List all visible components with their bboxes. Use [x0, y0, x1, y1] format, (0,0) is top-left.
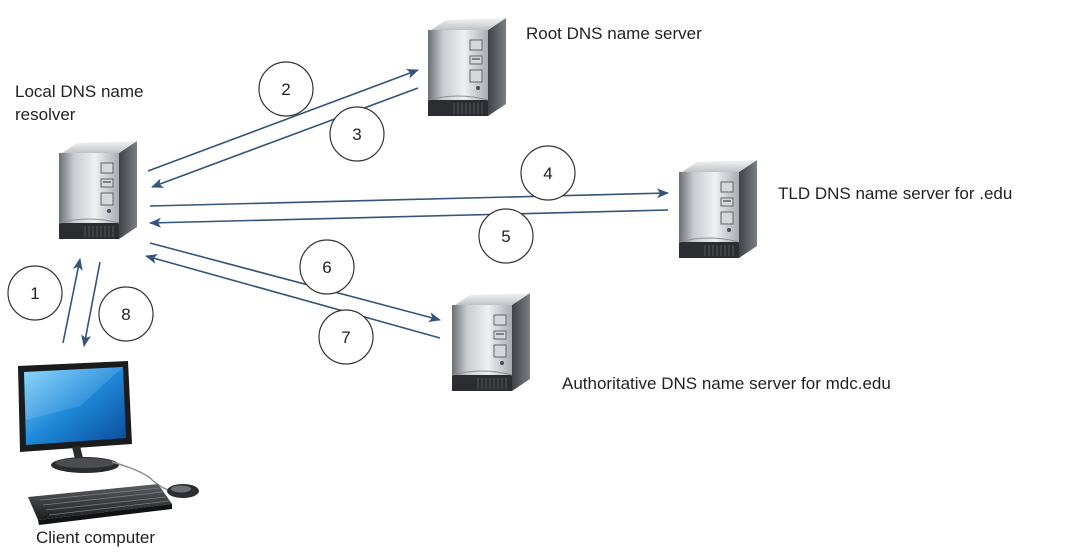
tld-server-icon	[678, 159, 758, 259]
step-1-number: 1	[30, 284, 39, 303]
step-2-circle: 2	[258, 61, 314, 117]
step-4-circle: 4	[520, 145, 576, 201]
root-server-icon	[427, 17, 507, 117]
monitor-icon	[18, 361, 132, 473]
arrow-step-5	[149, 209, 669, 228]
local-resolver-server-icon	[58, 140, 138, 240]
arrow-step-6	[149, 242, 441, 323]
mouse-icon	[167, 484, 199, 498]
root-server-label: Root DNS name server	[526, 24, 702, 43]
local-resolver-label-line2: resolver	[15, 105, 76, 124]
arrow-step-4	[149, 188, 669, 207]
message-arrows	[62, 69, 669, 347]
tld-server-label: TLD DNS name server for .edu	[778, 184, 1013, 203]
keyboard-icon	[28, 484, 172, 525]
step-8-circle: 8	[98, 286, 154, 342]
step-circles: 1 8 2 3 4 5 6 7	[7, 61, 576, 365]
authoritative-server-label: Authoritative DNS name server for mdc.ed…	[562, 374, 891, 393]
arrow-step-3	[151, 87, 419, 188]
step-2-number: 2	[281, 80, 290, 99]
step-4-number: 4	[543, 164, 552, 183]
step-7-number: 7	[341, 328, 350, 347]
step-6-circle: 6	[299, 239, 355, 295]
step-7-circle: 7	[318, 309, 374, 365]
step-5-number: 5	[501, 227, 510, 246]
arrow-step-8	[81, 261, 101, 347]
client-computer-label: Client computer	[36, 528, 156, 547]
arrow-step-7	[145, 254, 441, 339]
step-8-number: 8	[121, 305, 130, 324]
authoritative-server-icon	[451, 292, 531, 392]
client-computer-icon	[18, 361, 199, 525]
step-3-circle: 3	[329, 106, 385, 162]
arrow-step-2	[147, 69, 419, 172]
local-resolver-label: Local DNS name resolver	[15, 80, 144, 126]
local-resolver-label-line1: Local DNS name	[15, 82, 144, 101]
step-5-circle: 5	[478, 208, 534, 264]
step-3-number: 3	[352, 125, 361, 144]
step-6-number: 6	[322, 258, 331, 277]
step-1-circle: 1	[7, 265, 63, 321]
arrow-step-1	[62, 258, 83, 344]
